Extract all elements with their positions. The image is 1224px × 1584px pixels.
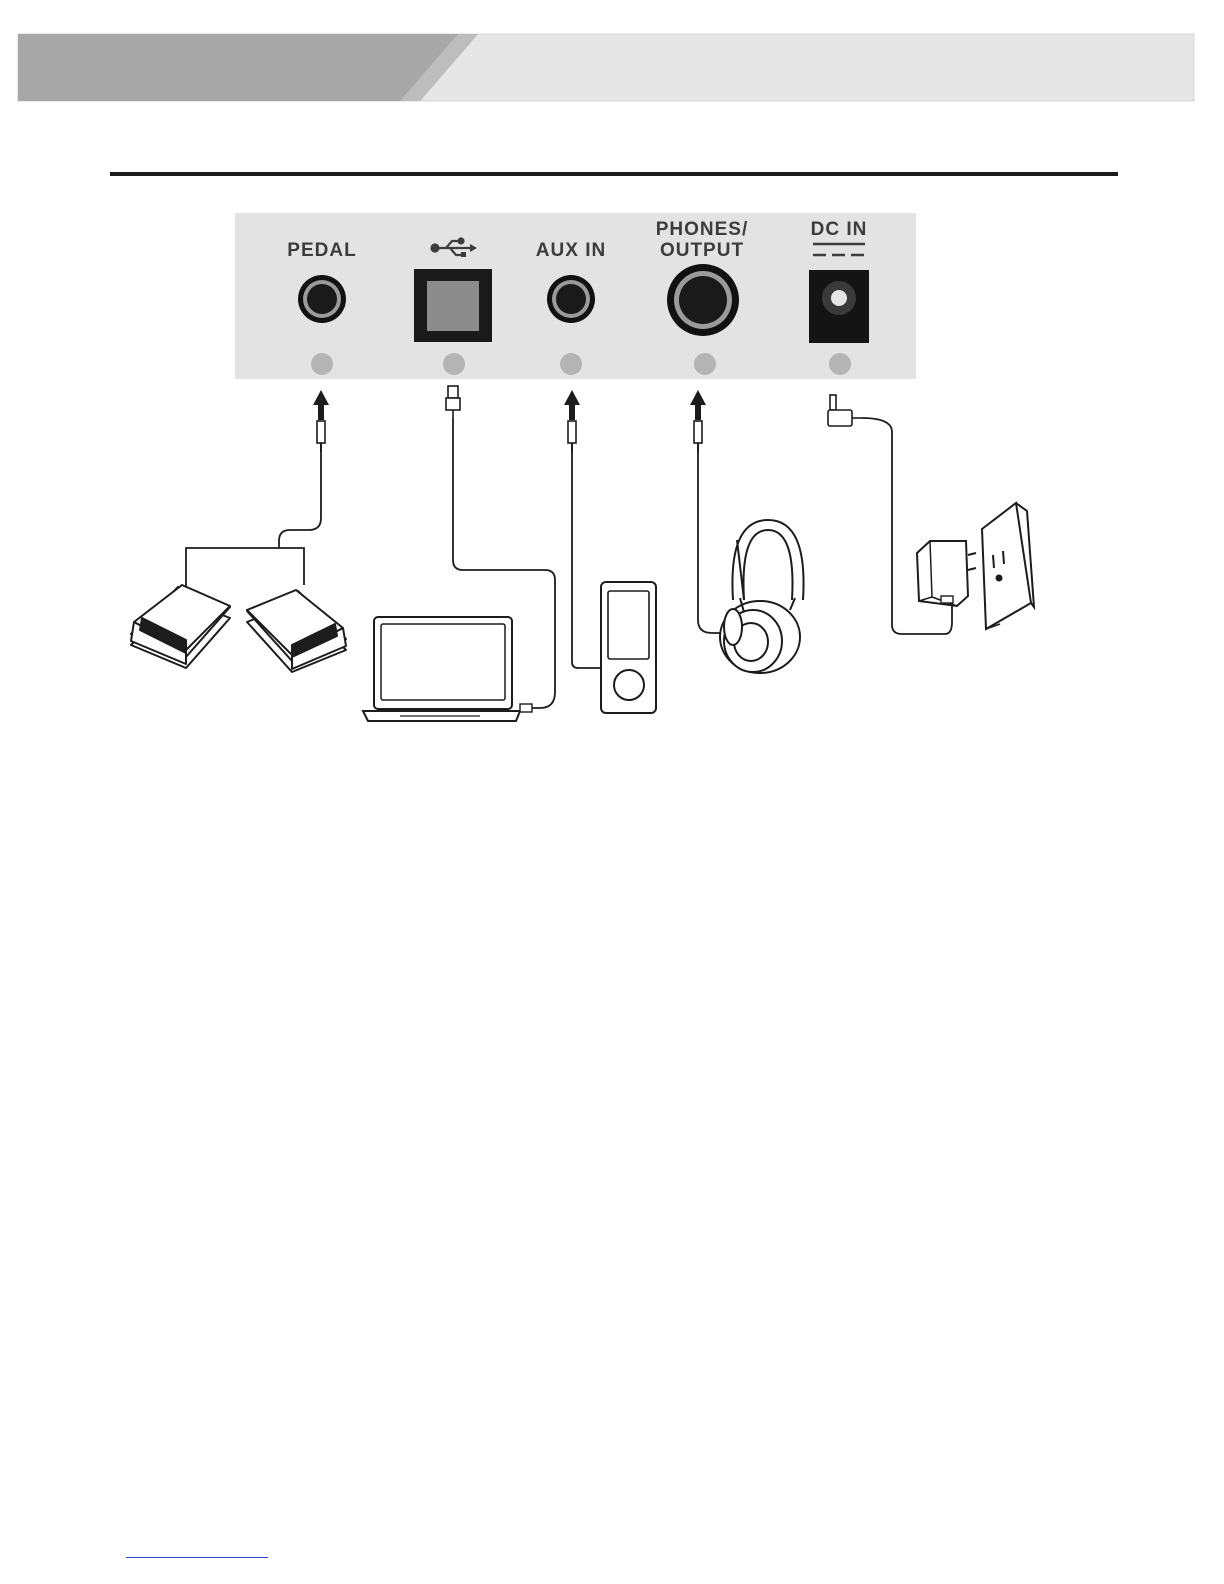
pedal-plug <box>313 390 329 452</box>
connection-diagram: PEDAL AUX IN PHONES/ OUTPUT DC IN <box>0 0 1224 760</box>
dc-in-label: DC IN <box>811 219 868 240</box>
phones-plug <box>690 390 706 452</box>
media-player-icon <box>601 582 656 713</box>
aux-jack-icon <box>547 275 595 323</box>
usb-plug <box>446 386 460 418</box>
output-label: OUTPUT <box>660 240 744 261</box>
dc-in-jack-icon <box>809 270 869 343</box>
sustain-pedal-icon <box>131 585 346 672</box>
quarter-inch-jack-icon <box>298 275 346 323</box>
laptop-icon <box>363 617 532 721</box>
aux-in-label: AUX IN <box>536 240 606 261</box>
pedal-label: PEDAL <box>287 240 356 261</box>
dc-plug <box>828 395 862 426</box>
usb-port-icon <box>414 269 492 342</box>
phones-jack-icon <box>667 264 739 336</box>
wall-outlet-icon <box>982 503 1034 629</box>
headphones-icon <box>720 520 804 673</box>
footer-link-underline[interactable] <box>126 1557 268 1558</box>
aux-plug <box>564 390 580 452</box>
power-adapter-icon <box>917 541 976 606</box>
phones-label: PHONES/ <box>656 219 749 240</box>
